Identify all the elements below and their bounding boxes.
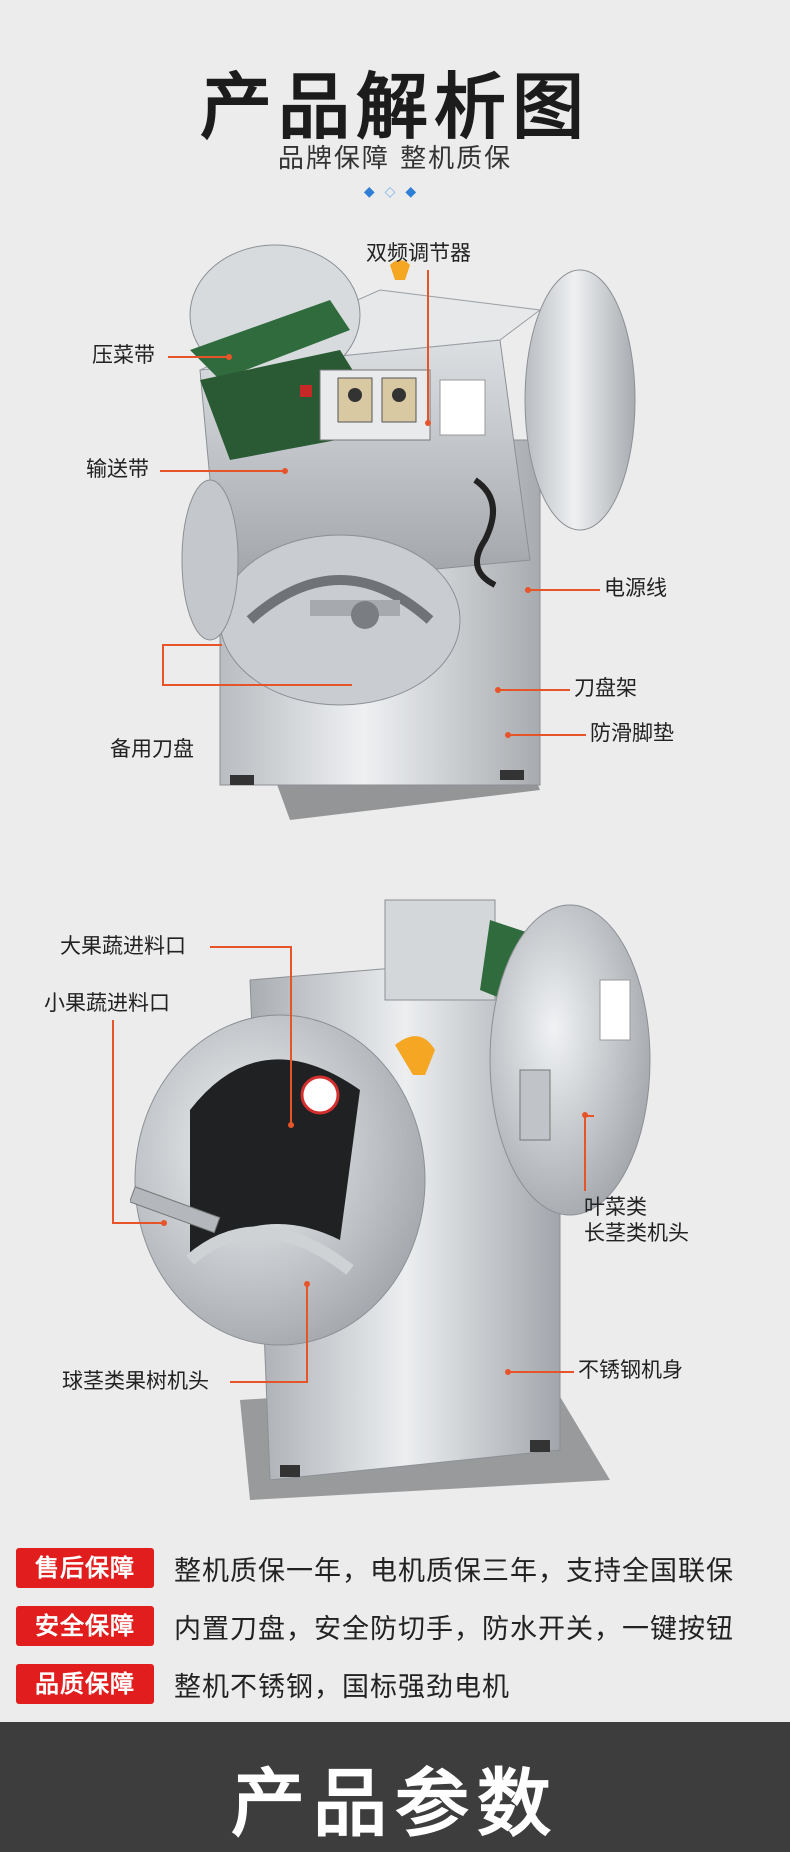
leader-steel-body bbox=[508, 1371, 574, 1373]
label-conveyor-belt: 输送带 bbox=[86, 457, 149, 481]
guarantee-text: 整机不锈钢，国标强劲电机 bbox=[174, 1671, 510, 1703]
leader-dot bbox=[425, 420, 431, 426]
label-dual-frequency-regulator: 双频调节器 bbox=[366, 241, 471, 265]
leader-dot bbox=[282, 468, 288, 474]
params-section-header: 产品参数 bbox=[0, 1722, 790, 1852]
label-steel-body: 不锈钢机身 bbox=[578, 1358, 683, 1382]
label-antislip-pad: 防滑脚垫 bbox=[590, 721, 674, 745]
leader-antislip bbox=[508, 734, 586, 736]
leader-leafy-head-h bbox=[586, 1115, 594, 1117]
leader-press-belt bbox=[168, 356, 228, 358]
leader-dot bbox=[495, 687, 501, 693]
leader-leafy-head-v bbox=[584, 1115, 586, 1191]
leader-small-inlet-h bbox=[112, 1222, 164, 1224]
page-subtitle: 品牌保障 整机质保 bbox=[277, 144, 513, 174]
leader-dot bbox=[288, 1122, 294, 1128]
label-power-cord: 电源线 bbox=[604, 576, 667, 600]
machine-photo-side bbox=[130, 899, 651, 1500]
leader-dot bbox=[505, 732, 511, 738]
leader-dot bbox=[226, 354, 232, 360]
guarantee-text: 整机质保一年，电机质保三年，支持全国联保 bbox=[174, 1555, 734, 1587]
guarantee-row-after-sales: 售后保障 整机质保一年，电机质保三年，支持全国联保 bbox=[16, 1548, 734, 1588]
badge-safety: 安全保障 bbox=[16, 1606, 154, 1646]
guarantee-row-safety: 安全保障 内置刀盘，安全防切手，防水开关，一键按钮 bbox=[16, 1606, 734, 1646]
label-large-inlet: 大果蔬进料口 bbox=[60, 934, 186, 958]
label-press-belt: 压菜带 bbox=[92, 343, 155, 367]
machine-photo-front bbox=[181, 244, 636, 820]
leader-spare-blade-v bbox=[162, 644, 164, 686]
leader-blade-rack bbox=[498, 689, 570, 691]
badge-after-sales: 售后保障 bbox=[16, 1548, 154, 1588]
leader-dual-frequency bbox=[427, 270, 429, 422]
label-leafy-head: 叶菜类 长茎类机头 bbox=[584, 1195, 689, 1245]
leader-spare-blade-h1 bbox=[162, 644, 222, 646]
label-spare-blade: 备用刀盘 bbox=[110, 737, 194, 761]
guarantee-row-quality: 品质保障 整机不锈钢，国标强劲电机 bbox=[16, 1664, 510, 1704]
leader-spare-blade-h2 bbox=[162, 684, 352, 686]
leader-large-inlet-v bbox=[290, 946, 292, 1126]
leader-bulb-head-v bbox=[306, 1284, 308, 1383]
page-title: 产品解析图 bbox=[199, 65, 590, 149]
params-title: 产品参数 bbox=[231, 1761, 559, 1847]
guarantee-text: 内置刀盘，安全防切手，防水开关，一键按钮 bbox=[174, 1613, 734, 1645]
leader-dot bbox=[525, 587, 531, 593]
leader-power-cord bbox=[528, 589, 600, 591]
leader-conveyor bbox=[160, 470, 285, 472]
leader-dot bbox=[505, 1369, 511, 1375]
leader-dot bbox=[582, 1112, 588, 1118]
leader-dot bbox=[304, 1281, 310, 1287]
label-small-inlet: 小果蔬进料口 bbox=[44, 991, 170, 1015]
leader-small-inlet-v bbox=[112, 1020, 114, 1224]
label-bulb-head: 球茎类果树机头 bbox=[62, 1369, 209, 1393]
badge-quality: 品质保障 bbox=[16, 1664, 154, 1704]
leader-bulb-head-h bbox=[230, 1381, 306, 1383]
leader-large-inlet-h bbox=[210, 946, 290, 948]
decorative-diamonds-icon: ◆◇◆ bbox=[363, 184, 427, 200]
leader-dot bbox=[161, 1220, 167, 1226]
label-blade-rack: 刀盘架 bbox=[574, 676, 637, 700]
